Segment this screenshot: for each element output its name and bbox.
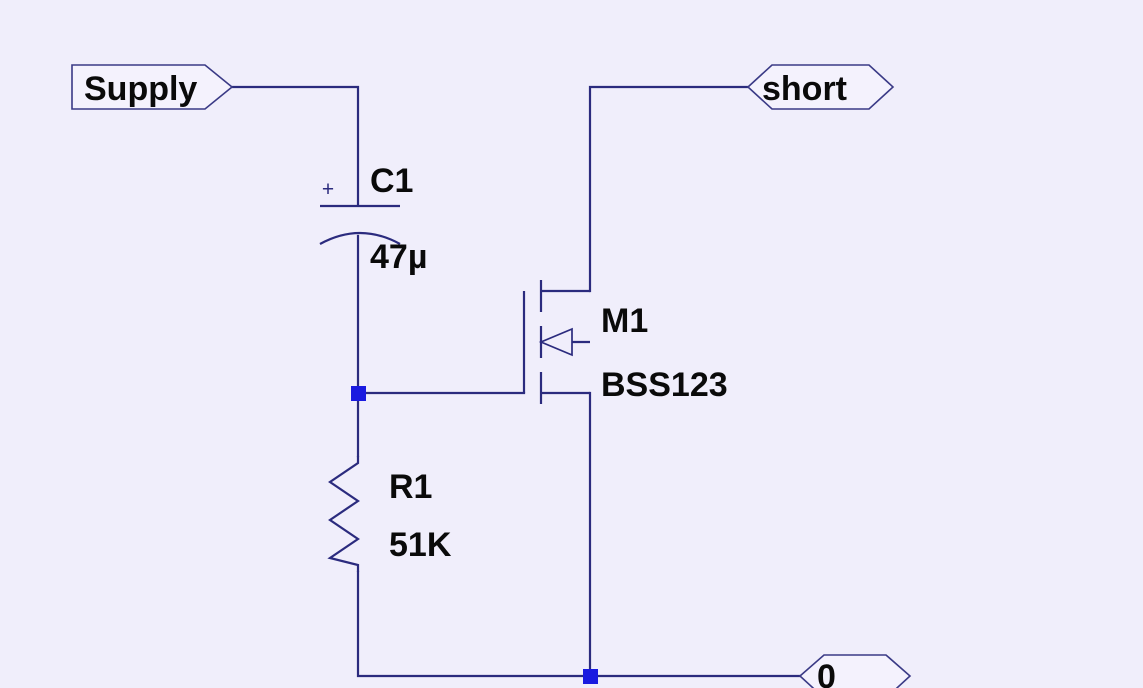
wire-supply-to-c1 <box>230 85 360 207</box>
wire-short-to-m1-drain <box>588 85 750 293</box>
r1-reference-label: R1 <box>389 468 432 506</box>
r1-zigzag <box>327 456 360 572</box>
net-flag-supply-label: Supply <box>84 70 197 108</box>
c1-polarity-plus-icon: + <box>322 178 334 201</box>
net-flag-short-label: short <box>762 70 847 108</box>
m1-reference-label: M1 <box>601 302 648 340</box>
c1-reference-label: C1 <box>370 162 413 200</box>
net-flag-ground-outline <box>798 654 912 688</box>
component-m1[interactable] <box>522 280 590 404</box>
component-r1[interactable] <box>327 456 360 572</box>
junction-gate-node <box>351 386 366 401</box>
net-flag-short[interactable]: short <box>746 64 895 110</box>
r1-value-label: 51K <box>389 526 452 564</box>
net-flag-ground-label: 0 <box>817 658 836 688</box>
wire-r1-to-ground-node <box>356 570 592 678</box>
junction-ground-node <box>583 669 598 684</box>
net-flag-supply-outline <box>71 64 234 110</box>
m1-value-label: BSS123 <box>601 366 728 404</box>
c1-value-label: 47µ <box>370 238 427 276</box>
component-c1[interactable]: + <box>319 178 401 245</box>
c1-bottom-plate-curved <box>319 231 401 245</box>
net-flag-ground[interactable]: 0 <box>798 654 912 688</box>
net-flag-supply[interactable]: Supply <box>71 64 234 110</box>
net-flag-short-outline <box>746 64 895 110</box>
wire-group <box>230 85 802 678</box>
m1-bulk-arrow-icon <box>538 327 573 357</box>
